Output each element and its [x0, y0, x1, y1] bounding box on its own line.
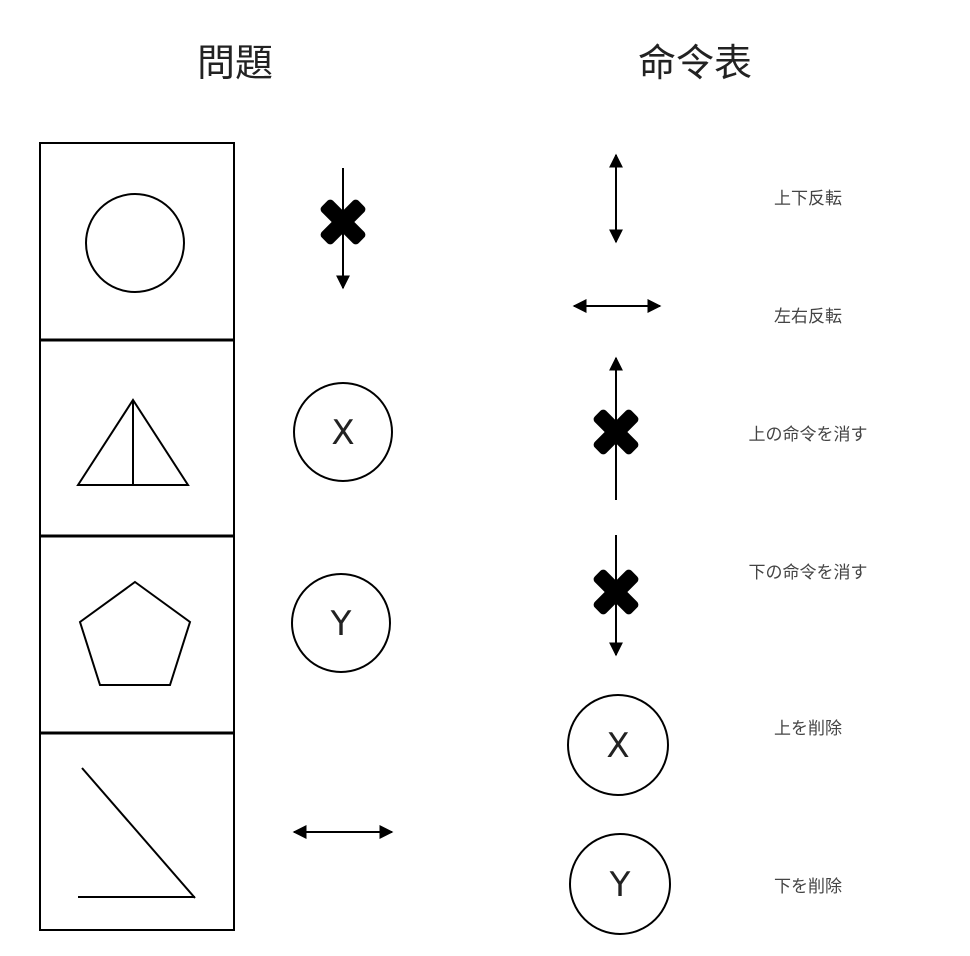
problem-title: 問題 [197, 41, 273, 85]
command-label: 上を削除 [774, 719, 842, 739]
letter-x: X [606, 726, 629, 766]
command-label: 上下反転 [774, 189, 842, 209]
cross-down-arrow-icon [591, 535, 641, 657]
command-table-title: 命令表 [638, 41, 752, 85]
split-triangle-shape [76, 398, 190, 486]
command-label: 左右反転 [774, 307, 842, 327]
problem-boxes [39, 142, 235, 931]
letter-y: Y [330, 604, 352, 644]
cancel-below-icon [318, 168, 368, 290]
command-label: 上の命令を消す [749, 425, 868, 445]
pentagon-shape [78, 580, 192, 686]
letter-x: X [331, 413, 354, 453]
command-label: 下を削除 [774, 877, 842, 897]
letter-y: Y [609, 865, 631, 905]
delete-below-icon: Y [291, 573, 391, 673]
circle-y-icon: Y [569, 833, 671, 935]
delete-above-icon: X [293, 382, 393, 482]
circle-x-icon: X [567, 694, 669, 796]
circle-shape [85, 193, 185, 293]
cross-up-arrow-icon [591, 356, 641, 500]
angle-shape [78, 767, 196, 899]
command-label: 下の命令を消す [749, 563, 868, 583]
